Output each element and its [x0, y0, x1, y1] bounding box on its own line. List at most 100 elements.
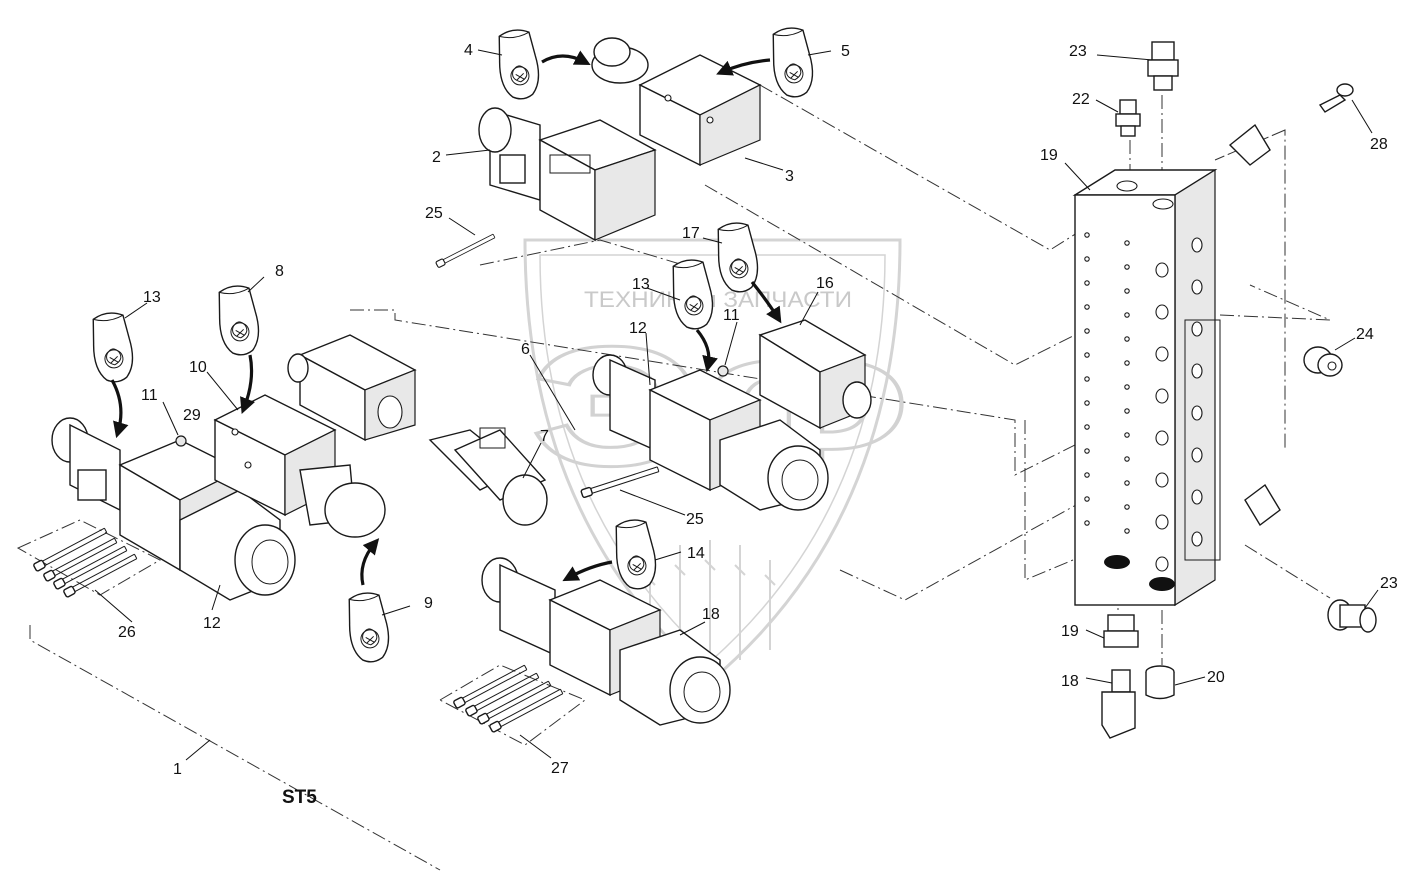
- manifold-port: [1124, 360, 1130, 366]
- callout-13-center: 13: [632, 276, 650, 293]
- manifold-port: [1084, 256, 1090, 262]
- manifold-port: [1191, 447, 1203, 463]
- sealant-tube-13-bottom: [611, 516, 660, 592]
- callout-3: 3: [785, 168, 794, 185]
- manifold-ports: [1084, 232, 1203, 572]
- manifold-port: [1084, 520, 1090, 526]
- callout-19: 19: [1061, 623, 1079, 640]
- callout-4: 4: [464, 42, 473, 59]
- washer-11-left: [175, 435, 187, 447]
- callout-14: 16: [816, 275, 834, 292]
- callout-labels: 4 5 2 3 25 13 8 10 11 29 6 7 13 17 12 11…: [118, 42, 1398, 808]
- callout-20: 20: [1207, 669, 1225, 686]
- callout-11-center: 11: [723, 307, 740, 324]
- manifold-port: [1124, 384, 1130, 390]
- sealant-tube-5: [768, 24, 817, 100]
- watermark-text: ТЕХНИКА и ЗАПЧАСТИ: [584, 287, 852, 312]
- callout-6: 6: [521, 341, 530, 358]
- plug-24: [1303, 346, 1343, 377]
- manifold-port: [1124, 288, 1130, 294]
- fitting-21: [1115, 99, 1141, 137]
- manifold-port: [1155, 514, 1169, 530]
- left-solenoid-valve: [51, 417, 296, 601]
- callout-11-left: 11: [141, 387, 158, 404]
- clamp-left-top: [1228, 123, 1271, 166]
- callout-2: 2: [432, 149, 441, 166]
- manifold-port: [1155, 388, 1169, 404]
- callout-29: 29: [183, 407, 201, 424]
- callout-27: 27: [551, 760, 569, 777]
- callout-26: 26: [118, 624, 136, 641]
- manifold-port: [1191, 237, 1203, 253]
- manifold-port: [1191, 489, 1203, 505]
- callout-13-bottom: 14: [687, 545, 705, 562]
- manifold-port: [1191, 405, 1203, 421]
- manifold-port: [1084, 400, 1090, 406]
- clamp-left-bottom: [1244, 483, 1281, 527]
- manifold-port: [1084, 304, 1090, 310]
- callout-9: 9: [424, 595, 433, 612]
- bolt-25-top: [434, 232, 497, 269]
- callout-23: 23: [1380, 575, 1398, 592]
- manifold-port: [1155, 304, 1169, 320]
- manifold-port: [1124, 432, 1130, 438]
- manifold-port: [1191, 321, 1203, 337]
- sealant-tube-8: [214, 282, 263, 358]
- callout-5: 5: [841, 43, 850, 60]
- manifold-port: [1084, 328, 1090, 334]
- application-arrows: [110, 50, 782, 586]
- leader-lines: [94, 49, 1379, 761]
- callout-17: 19: [1040, 147, 1058, 164]
- cartridge-valve-7: [428, 427, 548, 526]
- callout-12-center: 12: [629, 320, 647, 337]
- callout-7: 7: [540, 428, 549, 445]
- check-valve-14: [758, 319, 872, 430]
- manifold-port: [1191, 279, 1203, 295]
- manifold-port: [1191, 531, 1203, 547]
- manifold-port: [1084, 280, 1090, 286]
- manifold-block: [1072, 168, 1221, 607]
- manifold-port: [1084, 448, 1090, 454]
- manifold-port: [1084, 496, 1090, 502]
- check-valve-6: [287, 334, 417, 442]
- manifold-port: [1124, 312, 1130, 318]
- manifold-port: [1155, 346, 1169, 362]
- bolt-set-27: [452, 663, 565, 734]
- callout-24: 24: [1356, 326, 1374, 343]
- manifold-port: [1155, 472, 1169, 488]
- callout-21: 22: [1072, 91, 1090, 108]
- screw-28: [1318, 83, 1354, 113]
- callout-12-left: 12: [203, 615, 221, 632]
- callout-13-left: 13: [143, 289, 161, 306]
- callout-8: 8: [275, 263, 284, 280]
- sealant-tube-9: [344, 589, 393, 665]
- manifold-port: [1124, 480, 1130, 486]
- sealant-tube-13-left: [88, 309, 137, 385]
- sealant-tube-4: [494, 26, 543, 102]
- fitting-23: [1327, 599, 1377, 633]
- manifold-port: [1155, 556, 1169, 572]
- manifold-port: [1084, 232, 1090, 238]
- sensor-18: [1101, 669, 1136, 739]
- callout-22: 23: [1069, 43, 1087, 60]
- callout-25-center: 25: [686, 511, 704, 528]
- center-solenoid-valve: [592, 354, 829, 511]
- manifold-port: [1124, 504, 1130, 510]
- manifold-port: [1124, 336, 1130, 342]
- manifold-port: [1124, 408, 1130, 414]
- callout-1: 1: [173, 761, 182, 778]
- top-solenoid-valve: [478, 107, 657, 242]
- callout-28: 28: [1370, 136, 1388, 153]
- callout-16: 18: [702, 606, 720, 623]
- bottom-solenoid-valve: [481, 557, 731, 726]
- manifold-port: [1155, 430, 1169, 446]
- callout-10: 10: [189, 359, 207, 376]
- callout-15: 17: [682, 225, 700, 242]
- washer-11-center: [717, 365, 729, 377]
- manifold-port: [1191, 363, 1203, 379]
- callout-18: 18: [1061, 673, 1079, 690]
- manifold-port: [1084, 352, 1090, 358]
- manifold-port: [1124, 240, 1130, 246]
- plug-20: [1145, 665, 1175, 700]
